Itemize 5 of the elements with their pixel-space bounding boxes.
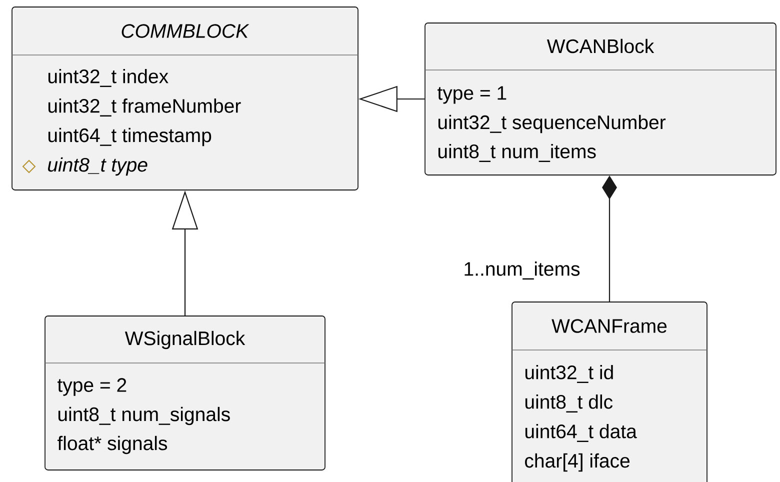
- class-box: WSignalBlock type = 2 uint8_t num_signals float* signals: [44, 316, 326, 470]
- class-box: WCANBlock type = 1 uint32_t sequenceNumber uint8_t num_items: [424, 22, 776, 176]
- class-box: WCANFrame uint32_t id uint8_t dlc uint64_t data char[4] iface: [512, 302, 708, 482]
- edge-label: 1..num_items: [462, 260, 582, 281]
- class-box: COMMBLOCK uint32_t index uint32_t frameNumber uint64_t timestamp uint8_t type: [12, 6, 358, 190]
